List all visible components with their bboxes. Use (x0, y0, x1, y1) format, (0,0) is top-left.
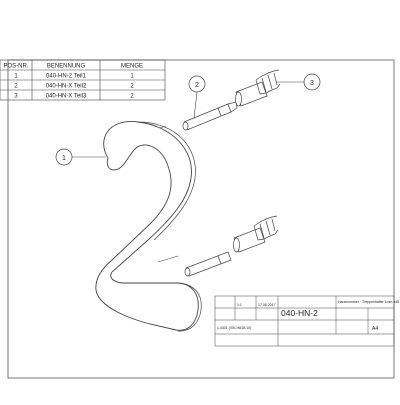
parts-row-1-pos: 1 (14, 74, 18, 80)
parts-header-pos: POS-NR. (3, 64, 28, 70)
parts-row-2-name: 040-HN-X Teil2 (46, 84, 87, 90)
title-block-sheet-size: A4 (372, 326, 378, 332)
title-block-material: 1.4301 (X5CrNi18-10) (217, 326, 251, 330)
title-block-date: 17.08.2017 (258, 303, 276, 307)
drawing-number: 040-HN-2 (281, 308, 318, 318)
parts-header-name: BENENNUNG (47, 64, 86, 70)
balloon-1: 1 (55, 148, 106, 166)
parts-row-2-qty: 2 (130, 84, 134, 90)
threaded-pin-lower-part-2 (184, 251, 232, 277)
parts-row-3-qty: 2 (130, 94, 134, 100)
drawing-frame (7, 59, 395, 379)
title-block-scale: 1:1 (237, 303, 242, 307)
title-block-company: Hausnummer · Treppenhalter 1mm x48 (338, 300, 399, 304)
parts-row-2-pos: 2 (14, 84, 18, 90)
parts-header-qty: MENGE (121, 64, 143, 70)
wall-dowel-lower-part-3 (233, 215, 279, 253)
parts-row-3-pos: 3 (14, 94, 18, 100)
house-number-plate-part-1 (95, 121, 202, 332)
parts-row-3-name: 040-HN-X Teil3 (46, 94, 87, 100)
balloon-3: 3 (276, 73, 321, 91)
balloon-3-label: 3 (310, 80, 314, 87)
balloon-2-label: 2 (195, 82, 199, 89)
balloon-2: 2 (188, 75, 206, 119)
parts-row-1-name: 040-HN-2 Teil1 (46, 74, 87, 80)
parts-row-1-qty: 1 (130, 74, 134, 80)
title-block (214, 295, 395, 347)
wall-dowel-upper-part-3 (235, 69, 281, 107)
parts-list-table (0, 59, 166, 101)
threaded-pin-upper-part-2 (182, 101, 238, 131)
balloon-1-label: 1 (62, 155, 66, 162)
